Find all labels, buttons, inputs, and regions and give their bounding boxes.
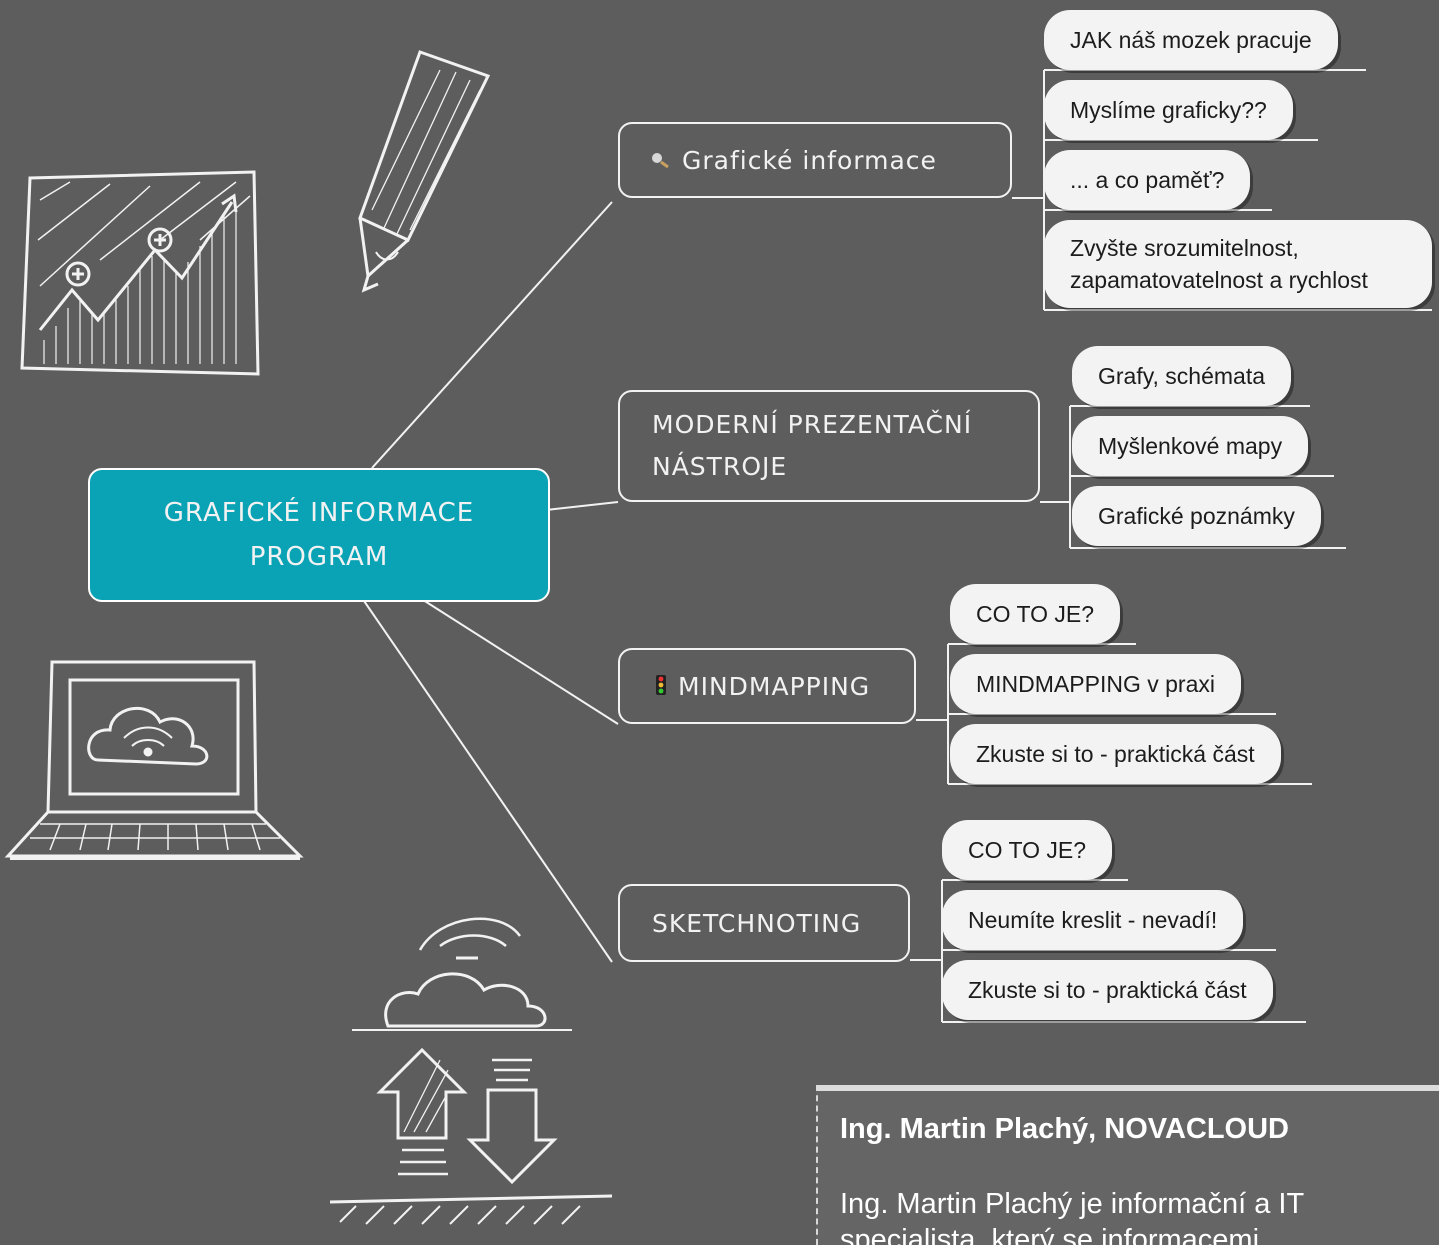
child-node[interactable]: Zkuste si to - praktická část [950,724,1281,784]
cloud-upload-download-icon [329,917,613,1225]
branch-label: MINDMAPPING [678,671,871,701]
child-node[interactable]: Myšlenkové mapy [1072,416,1309,476]
branch-node-moderní-prezentační-nástroje[interactable]: MODERNÍ PREZENTAČNÍ NÁSTROJE [618,390,1040,502]
connector-root-branch-1 [371,201,613,469]
root-node-line-1: GRAFICKÉ INFORMACE [163,498,475,528]
connector-root-branch-2 [545,501,619,511]
branch-node-sketchnoting[interactable]: SKETCHNOTING [618,884,910,962]
pencil-icon [358,50,491,293]
connector-root-branch-3 [419,597,619,725]
child-node[interactable]: CO TO JE? [950,584,1121,644]
child-node[interactable]: ... a co paměť? [1044,150,1251,210]
speaker-name: Ing. Martin Plachý, NOVACLOUD [840,1113,1290,1145]
root-node-line-2: PROGRAM [249,542,389,572]
laptop-cloud-icon [4,660,304,860]
growth-chart-icon [20,170,260,376]
traffic-light-icon [656,672,666,701]
branch-node-mindmapping[interactable]: MINDMAPPING [618,648,916,724]
branch-node-grafické-informace[interactable]: Grafické informace [618,122,1012,198]
branch-label-line-2: NÁSTROJE [652,452,788,481]
child-node[interactable]: Grafické poznámky [1072,486,1321,546]
connector-branch-2-children [1040,405,1346,549]
branch-label: Grafické informace [682,145,937,175]
connector-branch-3-children [916,643,1312,785]
child-node[interactable]: Neumíte kreslit - nevadí! [942,890,1244,950]
connector-branch-4-children [910,879,1306,1023]
child-node[interactable]: Grafy, schémata [1072,346,1292,406]
connector-branch-1-children [1044,69,1432,311]
connector-root-branch-4 [361,597,613,963]
child-node[interactable]: JAK náš mozek pracuje [1044,10,1338,70]
magnifier-icon [650,146,670,175]
branch-label-line-1: MODERNÍ PREZENTAČNÍ [652,410,973,439]
child-node[interactable]: Myslíme graficky?? [1044,80,1293,140]
root-node[interactable]: GRAFICKÉ INFORMACE PROGRAM [88,468,550,602]
speaker-bio-card: Ing. Martin Plachý, NOVACLOUD Ing. Marti… [816,1085,1439,1245]
branch-label: SKETCHNOTING [652,908,862,938]
child-node[interactable]: Zvyšte srozumitelnost, zapamatovatelnost… [1044,220,1432,308]
child-node[interactable]: Zkuste si to - praktická část [942,960,1273,1020]
child-node[interactable]: MINDMAPPING v praxi [950,654,1241,714]
child-node[interactable]: CO TO JE? [942,820,1113,880]
speaker-description: Ing. Martin Plachý je informační a IT sp… [840,1188,1304,1245]
